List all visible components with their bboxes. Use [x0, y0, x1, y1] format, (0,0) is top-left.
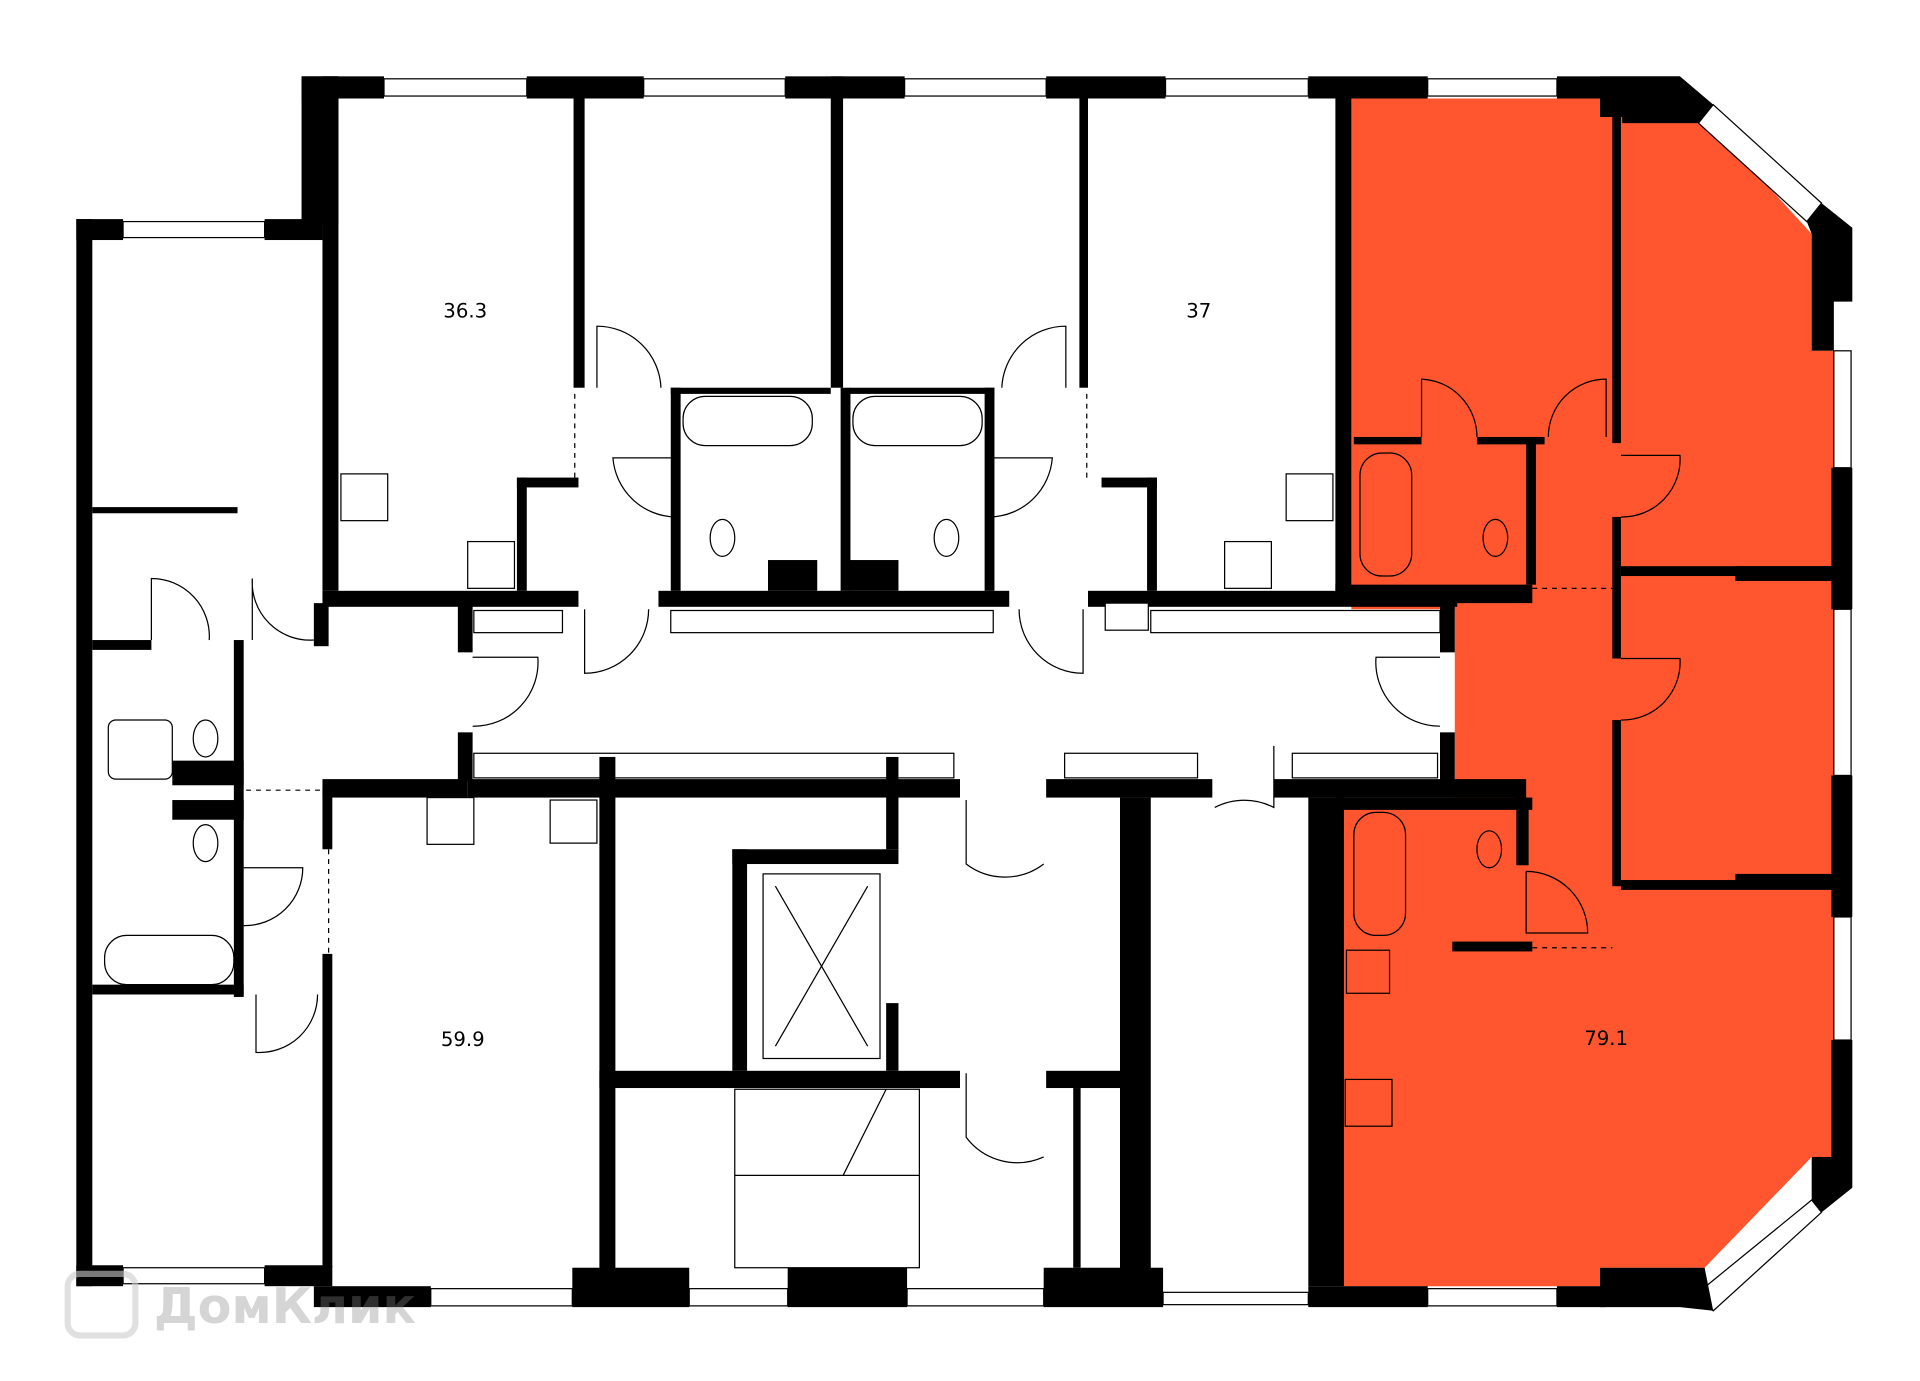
staircase — [734, 1088, 920, 1269]
apartment-area-label[interactable]: 59.9 — [441, 1028, 485, 1051]
domclick-logo-icon — [64, 1270, 139, 1339]
area-labels: 36.3 37 59.9 79.1 — [441, 300, 1628, 1052]
walls — [76, 76, 1853, 1312]
doors — [150, 325, 1681, 1164]
apartment-area-label[interactable]: 37 — [1186, 300, 1211, 323]
apartment-area-label[interactable]: 36.3 — [443, 300, 487, 323]
apartment-area-label[interactable]: 79.1 — [1584, 1027, 1628, 1050]
apartment-79-1-highlight[interactable] — [1344, 98, 1834, 1287]
fixtures — [104, 395, 1509, 1127]
watermark: ДомКлик — [64, 1270, 416, 1339]
watermark-text: ДомКлик — [154, 1277, 416, 1335]
